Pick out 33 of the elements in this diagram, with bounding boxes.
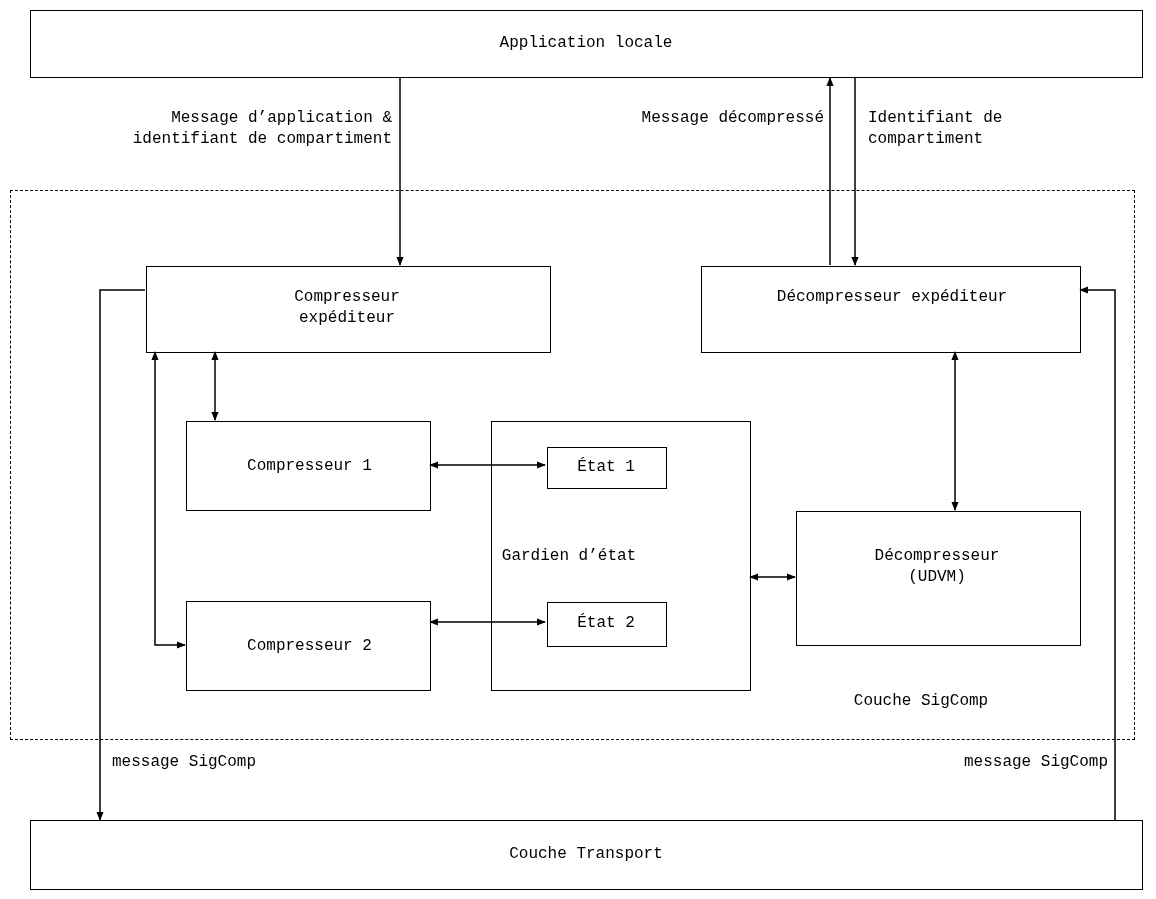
arrow: [851, 77, 859, 266]
process-box: [146, 266, 551, 353]
process-box: [30, 820, 1143, 890]
layer-label: Couche SigComp: [852, 691, 990, 712]
arrow: [951, 351, 959, 511]
process-box: [547, 602, 667, 647]
arrow: [429, 461, 546, 469]
box-label: Décompresseur expéditeur: [775, 287, 1009, 308]
process-box: [491, 421, 751, 691]
process-box: [796, 511, 1081, 646]
process-box: [701, 266, 1081, 353]
arrow: [429, 618, 546, 626]
process-box: [186, 421, 431, 511]
box-label: État 1: [576, 457, 636, 478]
box-label: Couche Transport: [508, 844, 664, 865]
layer-band: [10, 190, 1135, 740]
box-label: Compresseur 2: [246, 636, 373, 657]
arrow: [211, 351, 219, 421]
arrow: [396, 77, 404, 266]
box-label: Application locale: [498, 33, 674, 54]
arrow: [749, 573, 796, 581]
process-box: [30, 10, 1143, 78]
arrow: [96, 289, 146, 821]
box-label: Compresseur 1: [246, 456, 373, 477]
arrow: [826, 77, 834, 266]
box-label: Gardien d’état: [500, 546, 638, 567]
process-box: [186, 601, 431, 691]
arrow: [151, 351, 186, 649]
box-label: Compresseur expéditeur: [293, 287, 401, 329]
box-label: Décompresseur (UDVM): [873, 546, 1001, 588]
arrow: [1079, 286, 1116, 821]
box-label: État 2: [576, 613, 636, 634]
process-box: [547, 447, 667, 489]
